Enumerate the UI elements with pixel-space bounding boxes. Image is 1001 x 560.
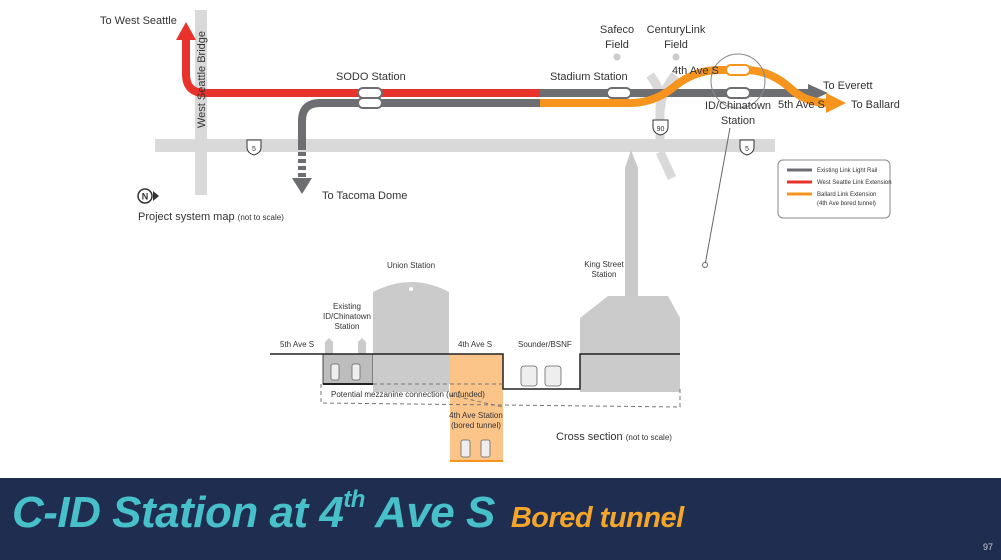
map-caption: Project system map (not to scale)	[138, 211, 284, 223]
svg-text:Station: Station	[592, 270, 617, 279]
sodo-station-marker	[357, 87, 383, 99]
ballard-arrow	[826, 93, 846, 113]
svg-text:King Street: King Street	[584, 260, 624, 269]
stadium-label: Stadium Station	[550, 71, 628, 83]
cross-section-caption: Cross section (not to scale)	[556, 431, 672, 443]
centurylink-label: CenturyLink	[647, 24, 706, 36]
id-chinatown-station-marker	[725, 87, 751, 99]
5th-ave-label: 5th Ave S	[778, 99, 825, 111]
svg-text:(4th Ave bored tunnel): (4th Ave bored tunnel)	[817, 201, 876, 207]
4th-ave-label: 4th Ave S	[672, 65, 719, 77]
i5-shield-icon: 5	[246, 139, 262, 156]
king-street-tower	[625, 168, 638, 298]
tacoma-arrow	[292, 178, 312, 194]
system-map-and-cross-section: 5 5 90 To West Seattle West Seattle Brid…	[100, 10, 900, 462]
diagram-area: 5 5 90 To West Seattle West Seattle Brid…	[100, 10, 900, 462]
callout-dot	[702, 262, 708, 268]
stadium-station-marker	[606, 87, 632, 99]
highlight-circle	[710, 53, 766, 109]
everett-label: To Everett	[823, 80, 873, 92]
sodo-station-marker	[357, 97, 383, 109]
safeco-dot	[613, 53, 621, 61]
id-chinatown-label: Station	[721, 115, 755, 127]
4th-ave-station-marker	[725, 64, 751, 76]
page-number: 97	[982, 542, 993, 552]
svg-text:5th Ave S: 5th Ave S	[280, 340, 314, 349]
svg-text:5: 5	[745, 146, 749, 153]
svg-text:N: N	[142, 192, 149, 202]
svg-text:Potential mezzanine connection: Potential mezzanine connection (unfunded…	[331, 390, 485, 399]
west-seattle-arrow	[176, 22, 196, 40]
svg-text:Union Station: Union Station	[387, 261, 435, 270]
callout-line	[704, 127, 731, 266]
svg-text:Sounder/BSNF: Sounder/BSNF	[518, 340, 572, 349]
bridge-label: West Seattle Bridge	[196, 31, 208, 128]
ballard-line	[540, 66, 831, 107]
svg-text:Ballard Link Extension: Ballard Link Extension	[817, 192, 876, 198]
north-arrow-icon: N	[137, 188, 159, 204]
centurylink-label: Field	[664, 39, 688, 51]
4th-ave-station-box	[450, 354, 503, 462]
svg-text:90: 90	[657, 126, 665, 133]
svg-text:5: 5	[252, 146, 256, 153]
existing-line-south	[298, 99, 540, 150]
cross-section: Union Station King Street Station Existi…	[270, 150, 681, 462]
slide-subtitle: Bored tunnel	[510, 502, 684, 534]
safeco-label: Safeco	[600, 24, 634, 36]
id-chinatown-label: ID/Chinatown	[705, 100, 771, 112]
i5-road	[155, 139, 775, 152]
centurylink-dot	[672, 53, 680, 61]
i5-shield-icon: 5	[739, 139, 755, 156]
svg-text:Station: Station	[335, 322, 360, 331]
king-street-building	[580, 296, 680, 392]
sodo-label: SODO Station	[336, 71, 406, 83]
i90-shield-icon: 90	[652, 119, 669, 136]
svg-text:4th Ave S: 4th Ave S	[458, 340, 492, 349]
svg-text:West Seattle Link Extension: West Seattle Link Extension	[817, 180, 892, 186]
svg-text:ID/Chinatown: ID/Chinatown	[323, 312, 371, 321]
west-seattle-bridge-road	[195, 10, 207, 195]
ground-line	[270, 353, 680, 390]
svg-text:4th Ave Station: 4th Ave Station	[449, 411, 503, 420]
safeco-label: Field	[605, 39, 629, 51]
ballard-label: To Ballard	[851, 99, 900, 111]
tacoma-label: To Tacoma Dome	[322, 190, 407, 202]
west-seattle-label: To West Seattle	[100, 15, 177, 27]
svg-text:(bored tunnel): (bored tunnel)	[451, 421, 501, 430]
svg-text:Existing: Existing	[333, 302, 361, 311]
svg-text:Existing Link Light Rail: Existing Link Light Rail	[817, 168, 877, 174]
west-seattle-line	[182, 38, 540, 97]
legend: Existing Link Light Rail West Seattle Li…	[777, 159, 892, 219]
